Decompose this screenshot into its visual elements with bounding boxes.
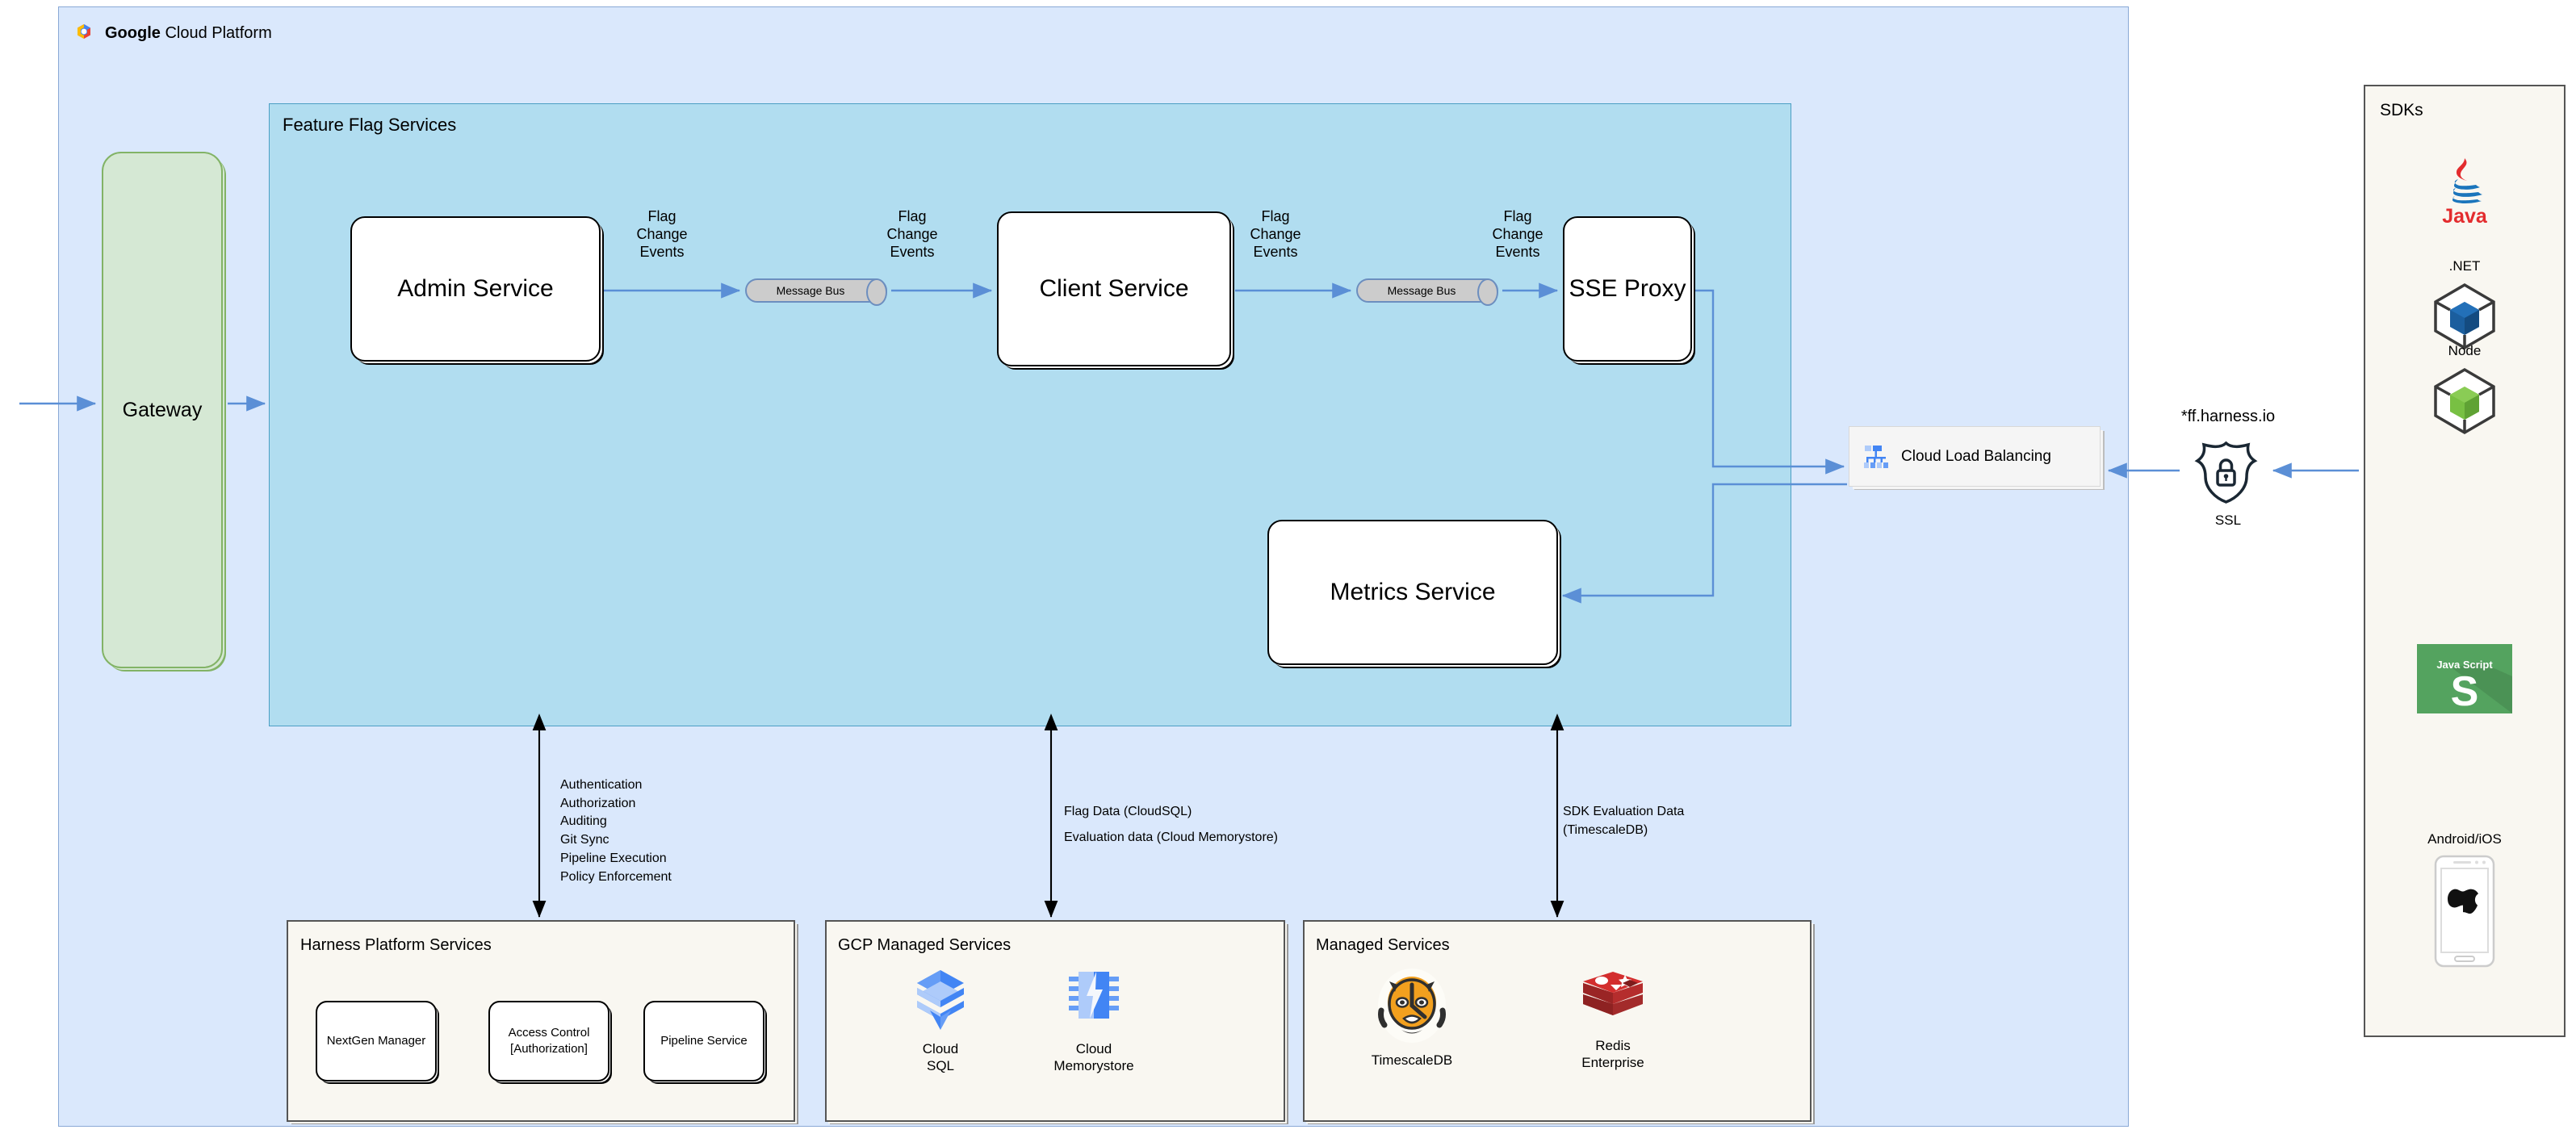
javascript-logo-icon: Java Script S: [2417, 644, 2512, 715]
sdk-item-javascript[interactable]: Java Script S: [2364, 644, 2566, 718]
sse-proxy-label: SSE Proxy: [1569, 275, 1686, 303]
message-bus-cap-icon: [866, 278, 887, 306]
gcp-title-bold: Google: [105, 23, 161, 42]
gcp-managed-services-title: GCP Managed Services: [838, 936, 1012, 954]
mobile-phone-apple-icon: [2434, 855, 2495, 968]
cloud-load-balancing-node[interactable]: Cloud Load Balancing: [1849, 426, 2101, 487]
nextgen-manager-node[interactable]: NextGen Manager: [316, 1001, 437, 1082]
message-bus-2-label: Message Bus: [1387, 284, 1456, 297]
gcp-title-rest: Cloud Platform: [160, 23, 272, 42]
cloud-load-balancing-icon: [1864, 445, 1888, 468]
annotation-line: Git Sync: [560, 833, 609, 847]
feature-flag-services-title: Feature Flag Services: [283, 115, 457, 135]
annotation-sdk-data-line1: SDK Evaluation Data: [1563, 805, 1685, 818]
sdk-label-android-ios: Android/iOS: [2427, 831, 2502, 847]
timescaledb-label: TimescaleDB: [1371, 1052, 1453, 1068]
dotnet-cube-icon: [2434, 282, 2495, 350]
annotation-line: Auditing: [560, 814, 607, 829]
cloud-sql-icon: [917, 970, 964, 1030]
google-cloud-logo-icon: [77, 24, 90, 39]
redis-logo-icon: [1583, 972, 1643, 1015]
sdk-item-android-ios[interactable]: Android/iOS: [2364, 831, 2566, 973]
cloud-memorystore-icon: [1069, 972, 1119, 1019]
cloud-load-balancing-label: Cloud Load Balancing: [1901, 447, 2051, 465]
gateway-node[interactable]: Gateway: [102, 152, 223, 668]
sdks-title: SDKs: [2380, 101, 2423, 119]
message-bus-2[interactable]: Message Bus: [1356, 278, 1498, 306]
annotation-sdk-data-line2: (TimescaleDB): [1563, 822, 1648, 837]
ssl-shield-lock-icon: [2194, 441, 2258, 504]
message-bus-1[interactable]: Message Bus: [745, 278, 887, 306]
admin-service-label: Admin Service: [397, 275, 554, 303]
gateway-label: Gateway: [122, 398, 203, 421]
admin-service-node[interactable]: Admin Service: [350, 216, 601, 362]
java-logo-icon: Java: [2442, 158, 2488, 228]
message-bus-1-label: Message Bus: [776, 284, 845, 297]
client-service-label: Client Service: [1039, 275, 1189, 303]
message-bus-cap-icon: [1477, 278, 1498, 306]
sdk-item-dotnet[interactable]: .NET: [2364, 258, 2566, 354]
annotation-line: Authorization: [560, 796, 636, 810]
sdk-item-java[interactable]: Java: [2364, 153, 2566, 230]
svg-text:Java: Java: [2442, 205, 2488, 226]
access-control-label: Access Control[Authorization]: [508, 1025, 590, 1056]
metrics-service-label: Metrics Service: [1330, 579, 1496, 606]
svg-text:S: S: [2451, 668, 2479, 713]
timescaledb-tiger-icon: [1378, 969, 1446, 1043]
nextgen-manager-label: NextGen Manager: [326, 1033, 426, 1048]
pipeline-service-label: Pipeline Service: [660, 1033, 748, 1048]
pipeline-service-node[interactable]: Pipeline Service: [643, 1001, 764, 1082]
annotation-line: Policy Enforcement: [560, 869, 672, 884]
sdk-label-dotnet: .NET: [2448, 258, 2481, 274]
gcp-header: Google Cloud Platform: [73, 19, 396, 47]
harness-platform-services-title: Harness Platform Services: [300, 936, 492, 954]
annotation-flag-data: Flag Data (CloudSQL) Evaluation data (Cl…: [1064, 803, 1278, 847]
annotation-harness-platform: Authentication Authorization Auditing Gi…: [560, 776, 672, 886]
node-cube-icon: [2434, 367, 2495, 435]
access-control-node[interactable]: Access Control[Authorization]: [488, 1001, 609, 1082]
ff-domain-label: *ff.harness.io: [2180, 408, 2276, 425]
gcp-managed-services-panel: [825, 920, 1285, 1122]
annotation-line: Pipeline Execution: [560, 851, 667, 865]
client-service-node[interactable]: Client Service: [997, 211, 1231, 366]
gcp-title: Google Cloud Platform: [105, 24, 272, 43]
managed-services-title: Managed Services: [1316, 936, 1450, 954]
sse-proxy-node[interactable]: SSE Proxy: [1563, 216, 1692, 362]
sdk-label-node: Node: [2448, 343, 2482, 358]
feature-flag-services-panel: [269, 103, 1791, 726]
javascript-wordmark: Java Script: [2436, 659, 2493, 671]
metrics-service-node[interactable]: Metrics Service: [1267, 520, 1558, 665]
annotation-line: Authentication: [560, 778, 643, 792]
sdk-item-node[interactable]: Node: [2364, 343, 2566, 439]
ssl-label: SSL: [2214, 513, 2242, 528]
annotation-flag-data-line2: Evaluation data (Cloud Memorystore): [1064, 830, 1279, 844]
timescaledb-node[interactable]: TimescaleDB: [1359, 969, 1464, 1069]
annotation-flag-data-line1: Flag Data (CloudSQL): [1064, 805, 1192, 818]
annotation-sdk-data: SDK Evaluation Data (TimescaleDB): [1563, 803, 1684, 839]
